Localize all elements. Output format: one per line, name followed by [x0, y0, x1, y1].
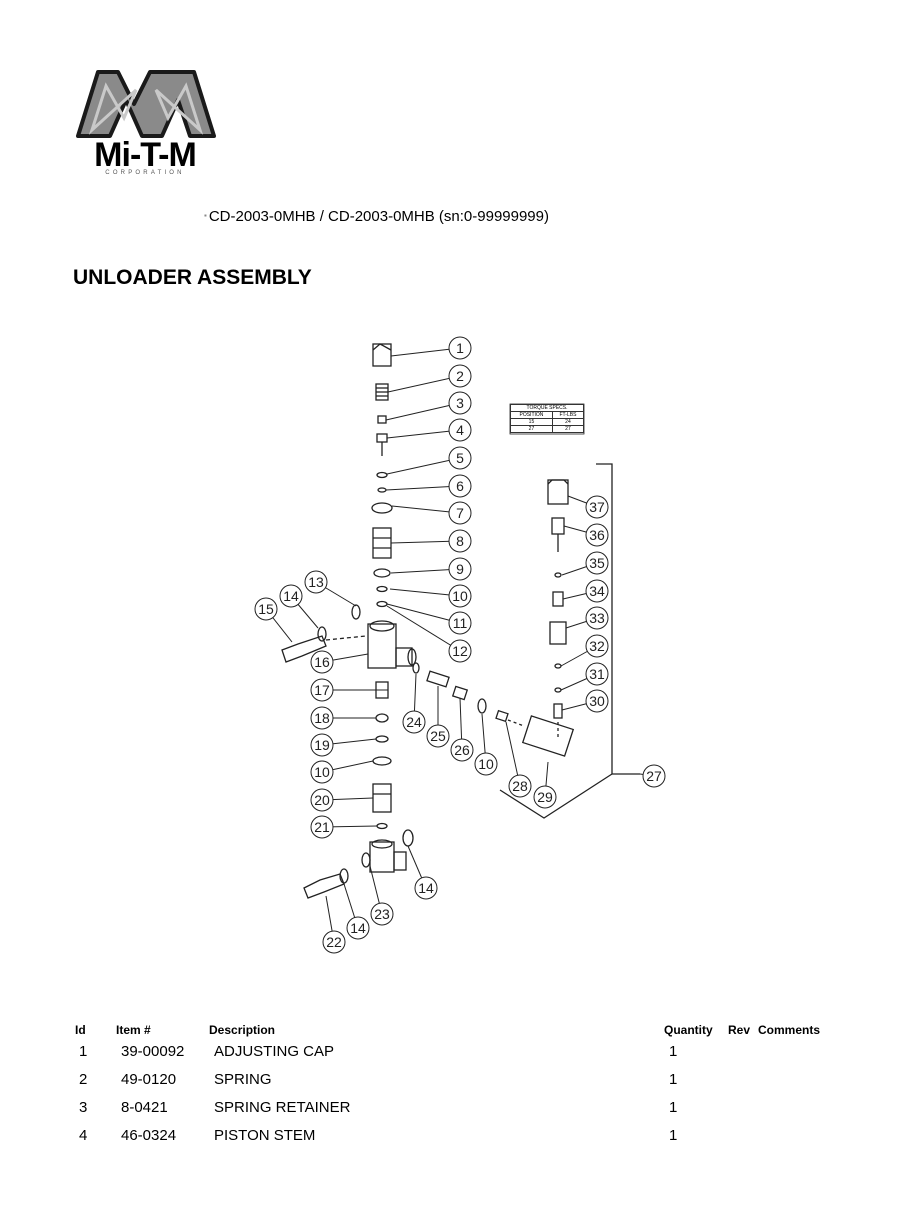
bolt-15-shape: [281, 635, 327, 663]
col-header-id: Id: [75, 1023, 86, 1037]
adjusting-cap-top: [372, 343, 392, 351]
torque-cell: 27: [551, 425, 585, 433]
torque-cell: 27: [510, 425, 553, 433]
cell-item: 8-0421: [121, 1099, 168, 1116]
col-header-comments: Comments: [758, 1023, 821, 1037]
mitm-logo: [76, 70, 216, 138]
cell-quantity: 1: [669, 1071, 678, 1088]
model-text: CD-2003-0MHB / CD-2003-0MHB (sn:0-999999…: [208, 208, 549, 225]
manifold-29-shape: [521, 715, 575, 757]
torque-header-ftlbs: FT-LBS: [551, 411, 585, 419]
torque-cell: 15: [510, 418, 553, 426]
bullet-icon: ▪: [204, 211, 207, 220]
cell-description: SPRING RETAINER: [214, 1099, 351, 1116]
cell-description: ADJUSTING CAP: [214, 1043, 335, 1060]
logo-brand-text: Mi-T-M: [94, 136, 197, 174]
col-header-quantity: Quantity: [664, 1023, 713, 1037]
cell-description: PISTON STEM: [214, 1127, 316, 1144]
body-fitting-shape: [372, 527, 392, 559]
col-header-rev: Rev: [728, 1023, 751, 1037]
cell-description: SPRING: [214, 1071, 272, 1088]
cell-quantity: 1: [669, 1099, 678, 1116]
cell-item: 49-0120: [121, 1071, 177, 1088]
exploded-parts-diagram: [281, 343, 640, 899]
logo-subtitle: CORPORATION: [105, 170, 185, 176]
cell-id: 1: [79, 1043, 88, 1060]
cell-item: 39-00092: [121, 1043, 185, 1060]
cell-item: 46-0324: [121, 1127, 177, 1144]
page-title: UNLOADER ASSEMBLY: [73, 266, 312, 289]
model-line: ▪CD-2003-0MHB / CD-2003-0MHB (sn:0-99999…: [204, 208, 549, 225]
col-header-item: Item #: [116, 1023, 151, 1037]
cell-id: 2: [79, 1071, 88, 1088]
torque-title: TORQUE SPECS.: [510, 404, 584, 412]
cell-id: 4: [79, 1127, 88, 1144]
cell-quantity: 1: [669, 1127, 678, 1144]
torque-cell: 24: [551, 418, 585, 426]
torque-header-position: POSITION: [510, 411, 553, 419]
cell-id: 3: [79, 1099, 88, 1116]
col-header-description: Description: [209, 1023, 276, 1037]
cell-quantity: 1: [669, 1043, 678, 1060]
